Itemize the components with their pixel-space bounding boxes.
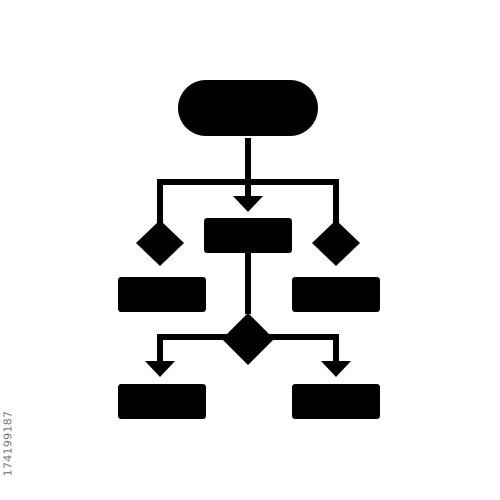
- process-box-bottom-left: [118, 384, 206, 419]
- process-box-bottom-right: [292, 384, 380, 419]
- arrow-down-icon: [145, 361, 175, 377]
- process-box-middle: [204, 218, 292, 253]
- process-box-right: [292, 277, 380, 312]
- start-terminator-shape: [178, 80, 318, 136]
- decision-diamond-right: [312, 220, 360, 266]
- process-box-left: [118, 277, 206, 312]
- arrow-down-icon: [321, 361, 351, 377]
- watermark-id: 174199187: [0, 386, 16, 500]
- arrow-down-icon: [233, 196, 263, 212]
- connector-branch-top: [157, 179, 339, 240]
- decision-diamond-center: [222, 313, 274, 365]
- watermark-id-text: 174199187: [1, 410, 15, 476]
- decision-diamond-left: [136, 220, 184, 266]
